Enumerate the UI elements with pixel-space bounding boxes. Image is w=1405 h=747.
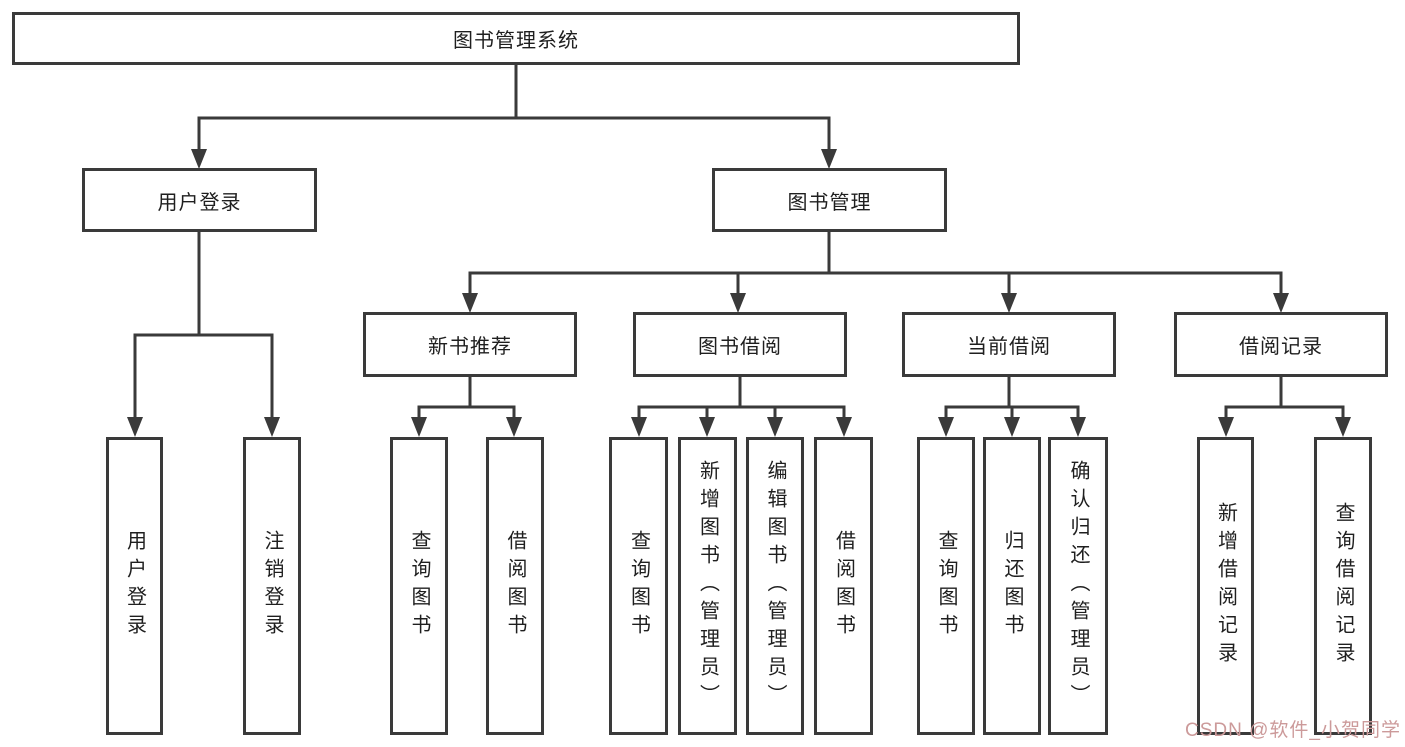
leaf-return-books-label: 归还图书 [1001, 530, 1023, 642]
arrowheads-level1 [191, 149, 837, 169]
node-current-borrow: 当前借阅 [902, 312, 1116, 377]
leaf-add-borrow-record-label: 新增借阅记录 [1214, 502, 1237, 670]
leaf-query-books-current-label: 查询图书 [935, 530, 957, 642]
leaf-logout-label: 注销登录 [261, 530, 283, 642]
leaf-query-books-borrow-label: 查询图书 [627, 530, 650, 642]
leaf-confirm-return-admin-label: 确认归还（管理员） [1067, 460, 1089, 712]
connector-user-login-branch [133, 232, 274, 419]
node-user-login: 用户登录 [82, 168, 317, 232]
leaf-edit-books-admin-label: 编辑图书（管理员） [764, 460, 786, 712]
node-current-borrow-label: 当前借阅 [967, 336, 1051, 358]
node-new-book-recommend: 新书推荐 [363, 312, 577, 377]
arrowheads-level2 [462, 293, 1289, 313]
leaf-user-login-label: 用户登录 [123, 530, 146, 642]
arrowheads-new-book [411, 417, 522, 437]
leaf-query-books-recommend-label: 查询图书 [408, 530, 430, 642]
connector-current-borrow-branch [944, 377, 1080, 419]
connector-book-management-branch [468, 232, 1283, 294]
leaf-borrow-books: 借阅图书 [814, 437, 873, 735]
node-root-library-management-system: 图书管理系统 [12, 12, 1020, 65]
node-new-book-recommend-label: 新书推荐 [428, 336, 512, 358]
arrowheads-book-borrow [631, 417, 852, 437]
node-user-login-label: 用户登录 [157, 191, 242, 214]
leaf-edit-books-admin: 编辑图书（管理员） [746, 437, 804, 735]
node-book-borrow: 图书借阅 [633, 312, 847, 377]
node-book-management: 图书管理 [712, 168, 947, 232]
csdn-watermark: CSDN @软件_小贺同学 [1185, 720, 1401, 741]
leaf-logout: 注销登录 [243, 437, 301, 735]
arrowheads-current-borrow [938, 417, 1086, 437]
connector-root-to-level1 [197, 65, 831, 152]
leaf-add-borrow-record: 新增借阅记录 [1197, 437, 1254, 735]
node-book-borrow-label: 图书借阅 [698, 336, 782, 358]
node-borrow-records-label: 借阅记录 [1239, 336, 1323, 358]
leaf-query-borrow-record-label: 查询借阅记录 [1332, 502, 1354, 670]
leaf-borrow-books-label: 借阅图书 [832, 530, 855, 642]
connector-book-borrow-branch [637, 377, 846, 419]
leaf-borrow-books-recommend: 借阅图书 [486, 437, 544, 735]
leaf-add-books-admin-label: 新增图书（管理员） [696, 460, 719, 712]
leaf-query-books-current: 查询图书 [917, 437, 975, 735]
leaf-query-books-recommend: 查询图书 [390, 437, 448, 735]
arrowheads-user-login [127, 417, 280, 437]
arrowheads-borrow-records [1218, 417, 1351, 437]
leaf-confirm-return-admin: 确认归还（管理员） [1048, 437, 1108, 735]
leaf-borrow-books-recommend-label: 借阅图书 [504, 530, 526, 642]
leaf-return-books: 归还图书 [983, 437, 1041, 735]
connector-borrow-records-branch [1224, 377, 1345, 419]
node-book-management-label: 图书管理 [787, 191, 872, 214]
leaf-query-books-borrow: 查询图书 [609, 437, 668, 735]
connector-new-book-branch [417, 377, 516, 419]
node-borrow-records: 借阅记录 [1174, 312, 1388, 377]
leaf-query-borrow-record: 查询借阅记录 [1314, 437, 1372, 735]
node-root-label: 图书管理系统 [453, 30, 579, 52]
leaf-user-login: 用户登录 [106, 437, 163, 735]
leaf-add-books-admin: 新增图书（管理员） [678, 437, 737, 735]
